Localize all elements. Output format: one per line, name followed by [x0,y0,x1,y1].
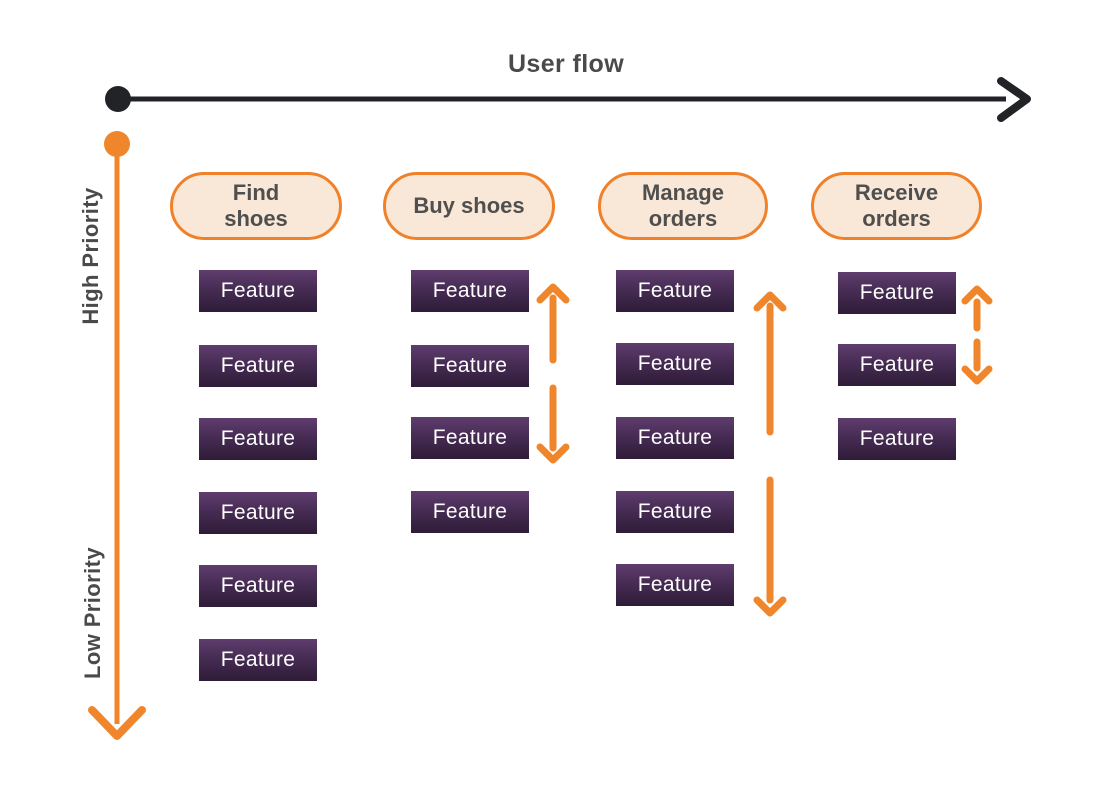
feature-card: Feature [616,417,734,459]
feature-card: Feature [411,270,529,312]
feature-card: Feature [199,418,317,460]
reprioritize-arrows [536,283,993,617]
step-header-manage-orders: Manage orders [598,172,768,240]
step-header-receive-orders: Receive orders [811,172,982,240]
priority-down-arrow-buy-shoes [536,384,570,464]
feature-card: Feature [199,270,317,312]
high-priority-label: High Priority [78,187,103,325]
feature-card: Feature [838,344,956,386]
down-arrowhead-icon [88,706,146,740]
step-header-buy-shoes: Buy shoes [383,172,555,240]
down-arrowhead-icon [536,443,570,464]
priority-up-arrow-buy-shoes [536,283,570,364]
feature-card: Feature [411,491,529,533]
priority-up-arrow-receive-orders [961,285,993,332]
feature-card: Feature [616,491,734,533]
up-arrowhead-icon [753,291,787,312]
up-arrowhead-icon [961,285,993,305]
step-header-find-shoes: Find shoes [170,172,342,240]
feature-card: Feature [838,272,956,314]
down-arrowhead-icon [961,365,993,385]
priority-down-arrow-receive-orders [961,338,993,385]
feature-card: Feature [199,492,317,534]
user-flow-axis-arrow [105,77,1031,122]
priority-up-arrow-manage-orders [753,291,787,436]
up-arrowhead-icon [536,283,570,304]
feature-card: Feature [616,343,734,385]
priority-origin-dot [104,131,130,157]
feature-card: Feature [411,345,529,387]
low-priority-label: Low Priority [80,547,105,679]
feature-card: Feature [616,270,734,312]
user-flow-title: User flow [507,50,625,78]
feature-card: Feature [199,345,317,387]
priority-axis-arrow [88,131,146,740]
feature-card: Feature [199,639,317,681]
right-arrowhead-icon [997,77,1031,122]
feature-card: Feature [838,418,956,460]
feature-card: Feature [199,565,317,607]
feature-card: Feature [616,564,734,606]
down-arrowhead-icon [753,596,787,617]
priority-down-arrow-manage-orders [753,476,787,617]
feature-card: Feature [411,417,529,459]
